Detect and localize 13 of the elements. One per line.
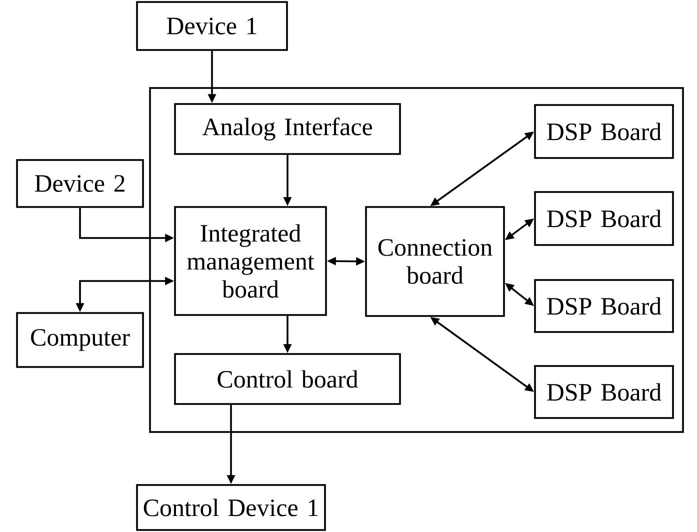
frame-box	[149, 87, 684, 433]
device-box: Device 2	[16, 159, 144, 208]
process-box: DSP Board	[534, 191, 674, 246]
process-box: DSP Board	[534, 365, 674, 419]
process-box: Control board	[174, 353, 401, 405]
process-box: Connection board	[365, 206, 505, 317]
device-box: Device 1	[136, 1, 288, 51]
process-box: Integrated management board	[174, 206, 327, 316]
device-box: Computer	[16, 312, 144, 368]
process-box: DSP Board	[534, 104, 674, 159]
process-box: DSP Board	[534, 279, 674, 333]
process-box: Analog Interface	[174, 103, 401, 155]
device-box: Control Device 1	[136, 484, 326, 531]
